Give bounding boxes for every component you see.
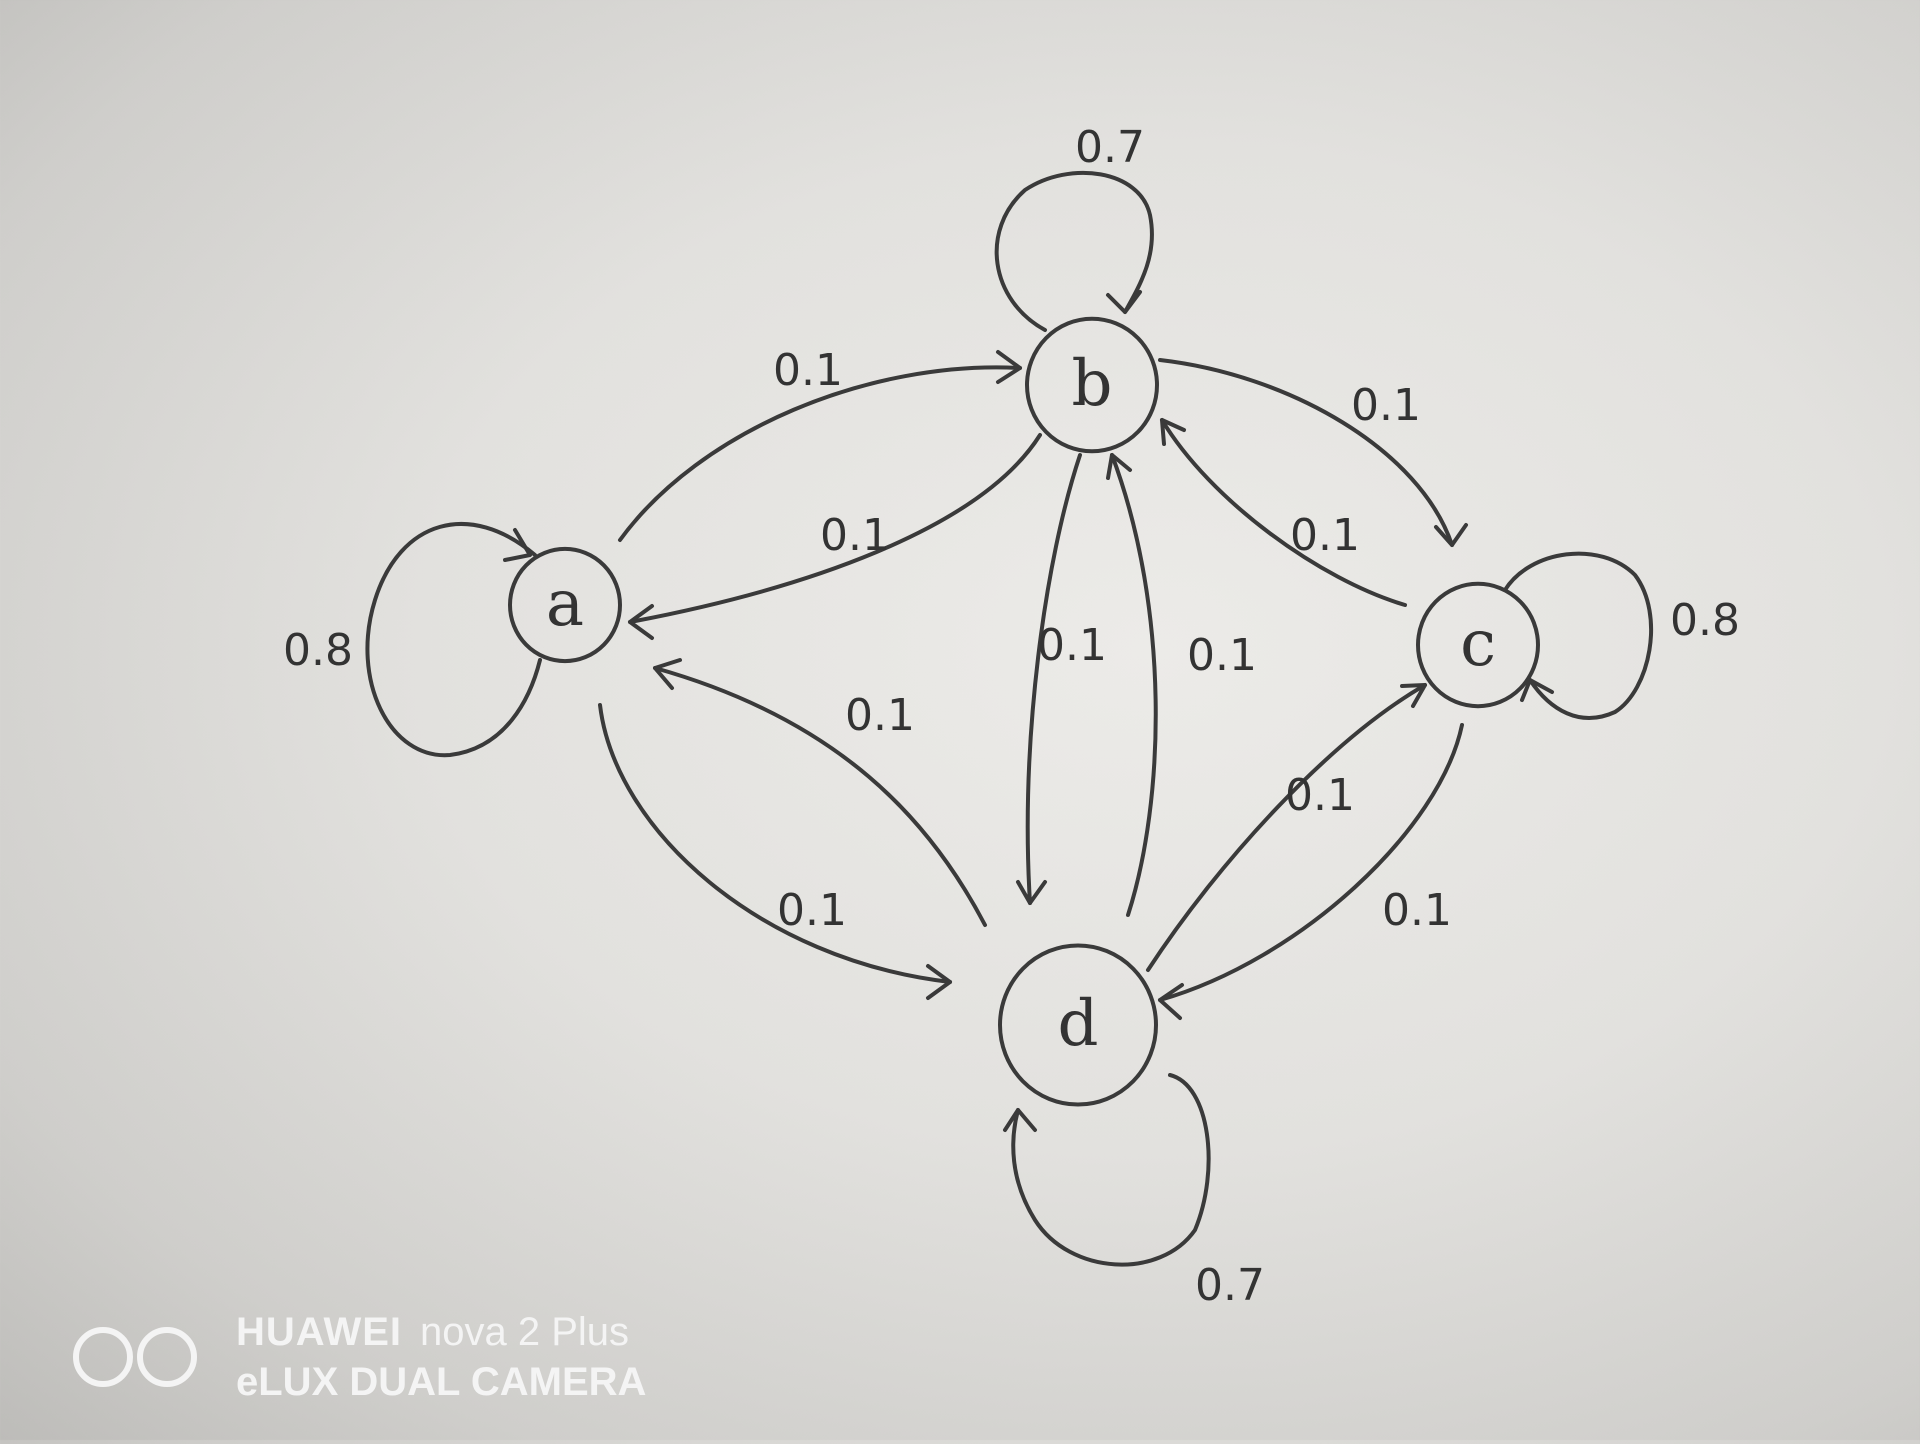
edge-a-a — [365, 521, 542, 758]
edge-a-b — [618, 350, 1022, 542]
watermark-line-2: eLUX DUAL CAMERA — [236, 1360, 647, 1404]
edge-path-b-a — [628, 433, 1042, 624]
arrowhead-c-c — [1520, 678, 1554, 702]
watermark-model: nova 2 Plus — [420, 1310, 630, 1354]
edge-c-b — [1160, 418, 1407, 607]
edge-d-a — [653, 658, 987, 927]
edge-label-b-c: 0.1 — [1351, 380, 1421, 431]
edge-b-c — [1158, 358, 1468, 547]
arrowhead-d-b — [1106, 453, 1132, 480]
node-circle-b — [1025, 316, 1159, 454]
arrowhead-d-d — [1003, 1108, 1037, 1132]
edge-d-d — [1003, 1073, 1211, 1267]
edge-b-b — [994, 170, 1154, 332]
edge-labels-layer: 0.8 0.7 0.8 0.7 0.1 0.1 0.1 0.1 0.1 0.1 0.1 0.1 0.1 0… — [283, 122, 1740, 1311]
edge-path-c-d — [1158, 723, 1464, 1002]
edge-path-c-c — [1503, 551, 1654, 720]
dual-lens-camera-icon — [73, 1327, 197, 1387]
edge-b-a — [628, 433, 1042, 640]
watermark-line-1: HUAWEI nova 2 Plus — [236, 1312, 646, 1352]
edge-label-b-b: 0.7 — [1075, 122, 1145, 173]
edge-label-c-c: 0.8 — [1670, 595, 1740, 646]
arrowhead-b-c — [1434, 523, 1468, 547]
arrowhead-a-a — [503, 528, 532, 562]
node-circle-a — [508, 546, 622, 664]
edge-path-d-c — [1146, 683, 1427, 972]
node-label-c: c — [1460, 607, 1496, 681]
edge-d-b — [1106, 453, 1158, 917]
node-b: b — [1025, 316, 1159, 454]
arrowhead-c-b — [1160, 418, 1186, 446]
node-d: d — [998, 943, 1158, 1107]
edge-label-b-d: 0.1 — [1037, 620, 1107, 671]
edge-label-a-d: 0.1 — [777, 885, 847, 936]
arrowhead-a-d — [926, 964, 952, 1000]
nodes-layer: a b c d — [508, 316, 1540, 1107]
edge-path-d-b — [1110, 453, 1158, 917]
edge-path-d-d — [1011, 1073, 1211, 1267]
edge-a-d — [598, 703, 952, 1000]
edge-path-b-c — [1158, 358, 1454, 547]
edge-d-c — [1146, 683, 1427, 972]
watermark-brand: HUAWEI — [236, 1310, 402, 1354]
edge-label-d-a: 0.1 — [845, 690, 915, 741]
arrowhead-b-d — [1016, 880, 1047, 905]
edge-label-b-a: 0.1 — [820, 510, 890, 561]
edge-label-d-d: 0.7 — [1195, 1260, 1265, 1311]
edge-path-c-b — [1160, 418, 1407, 607]
edge-label-a-b: 0.1 — [773, 345, 843, 396]
arrowhead-b-a — [628, 604, 654, 640]
node-label-b: b — [1072, 347, 1113, 421]
edge-label-c-d: 0.1 — [1382, 885, 1452, 936]
edge-path-a-a — [365, 521, 542, 758]
edge-label-a-a: 0.8 — [283, 625, 353, 676]
edge-path-b-d — [1025, 453, 1082, 905]
edge-path-a-d — [598, 703, 952, 984]
node-label-a: a — [546, 567, 584, 641]
arrowhead-c-d — [1158, 983, 1184, 1020]
node-label-d: d — [1058, 987, 1099, 1061]
node-circle-c — [1416, 581, 1540, 709]
watermark-text: HUAWEI nova 2 Plus eLUX DUAL CAMERA — [236, 1312, 646, 1402]
arrowhead-d-a — [653, 658, 682, 690]
edge-path-a-b — [618, 365, 1022, 542]
edge-b-d — [1016, 453, 1082, 905]
node-c: c — [1416, 581, 1540, 709]
node-a: a — [508, 546, 622, 664]
edge-c-c — [1503, 551, 1654, 720]
arrowhead-a-b — [996, 350, 1022, 384]
edge-path-b-b — [994, 170, 1154, 332]
edges-layer — [365, 170, 1654, 1267]
edge-c-d — [1158, 723, 1464, 1020]
arrowhead-d-c — [1400, 683, 1427, 708]
edge-label-d-b: 0.1 — [1187, 630, 1257, 681]
arrowhead-b-b — [1106, 290, 1142, 314]
edge-path-d-a — [653, 666, 987, 927]
edge-label-d-c: 0.1 — [1285, 770, 1355, 821]
node-circle-d — [998, 943, 1158, 1107]
camera-watermark: HUAWEI nova 2 Plus eLUX DUAL CAMERA — [70, 1312, 646, 1402]
edge-label-c-b: 0.1 — [1290, 510, 1360, 561]
